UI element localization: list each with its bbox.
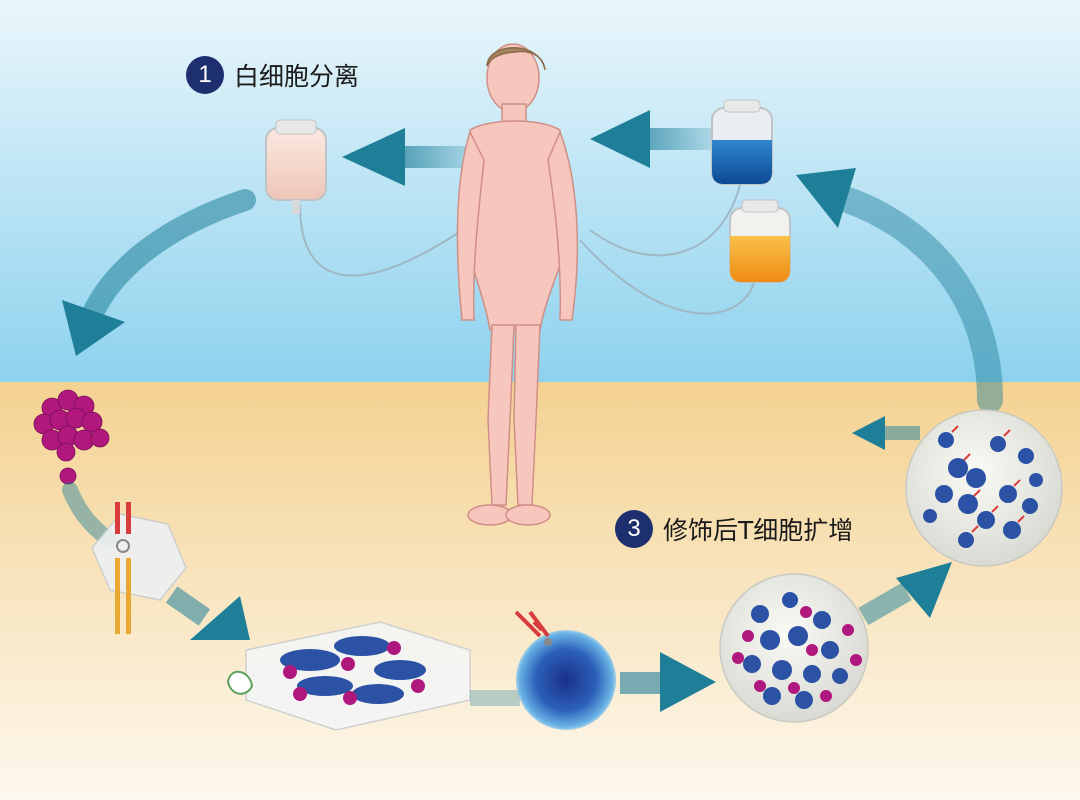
culture-dish [226,621,471,731]
blue-infusion-bag [711,99,773,185]
step-1-badge: 1 [186,56,224,94]
iv-tubes [299,184,756,315]
arrow-bag-to-cells [62,189,256,356]
arrow-tcell-to-sphere [620,652,716,712]
arrow-receptor-to-dish [165,586,250,640]
modified-t-cell [514,610,616,730]
step-3-text: 修饰后T细胞扩增 [663,516,854,545]
orange-infusion-bag [729,199,791,283]
step-1-text: 白细胞分离 [234,62,360,91]
arrow-sphere-to-bags [796,168,1003,413]
arrow-dish-to-tcell [470,690,520,706]
leukocyte-cluster [33,389,110,485]
arrow-person-to-bag [342,128,480,186]
step-3-badge: 3 [615,510,653,548]
expansion-sphere-upper [905,409,1063,567]
expansion-sphere-lower [719,573,869,723]
car-receptor-hexagon [91,502,187,634]
arrow-bag-to-person [590,110,720,168]
arrow-sphere-left [852,416,920,450]
patient-figure [456,43,579,526]
arrow-sphere-up [858,562,952,626]
step-3-label: 3 修饰后T细胞扩增 [615,510,853,548]
step-1-label: 1 白细胞分离 [186,56,359,94]
pink-blood-bag [265,119,327,214]
